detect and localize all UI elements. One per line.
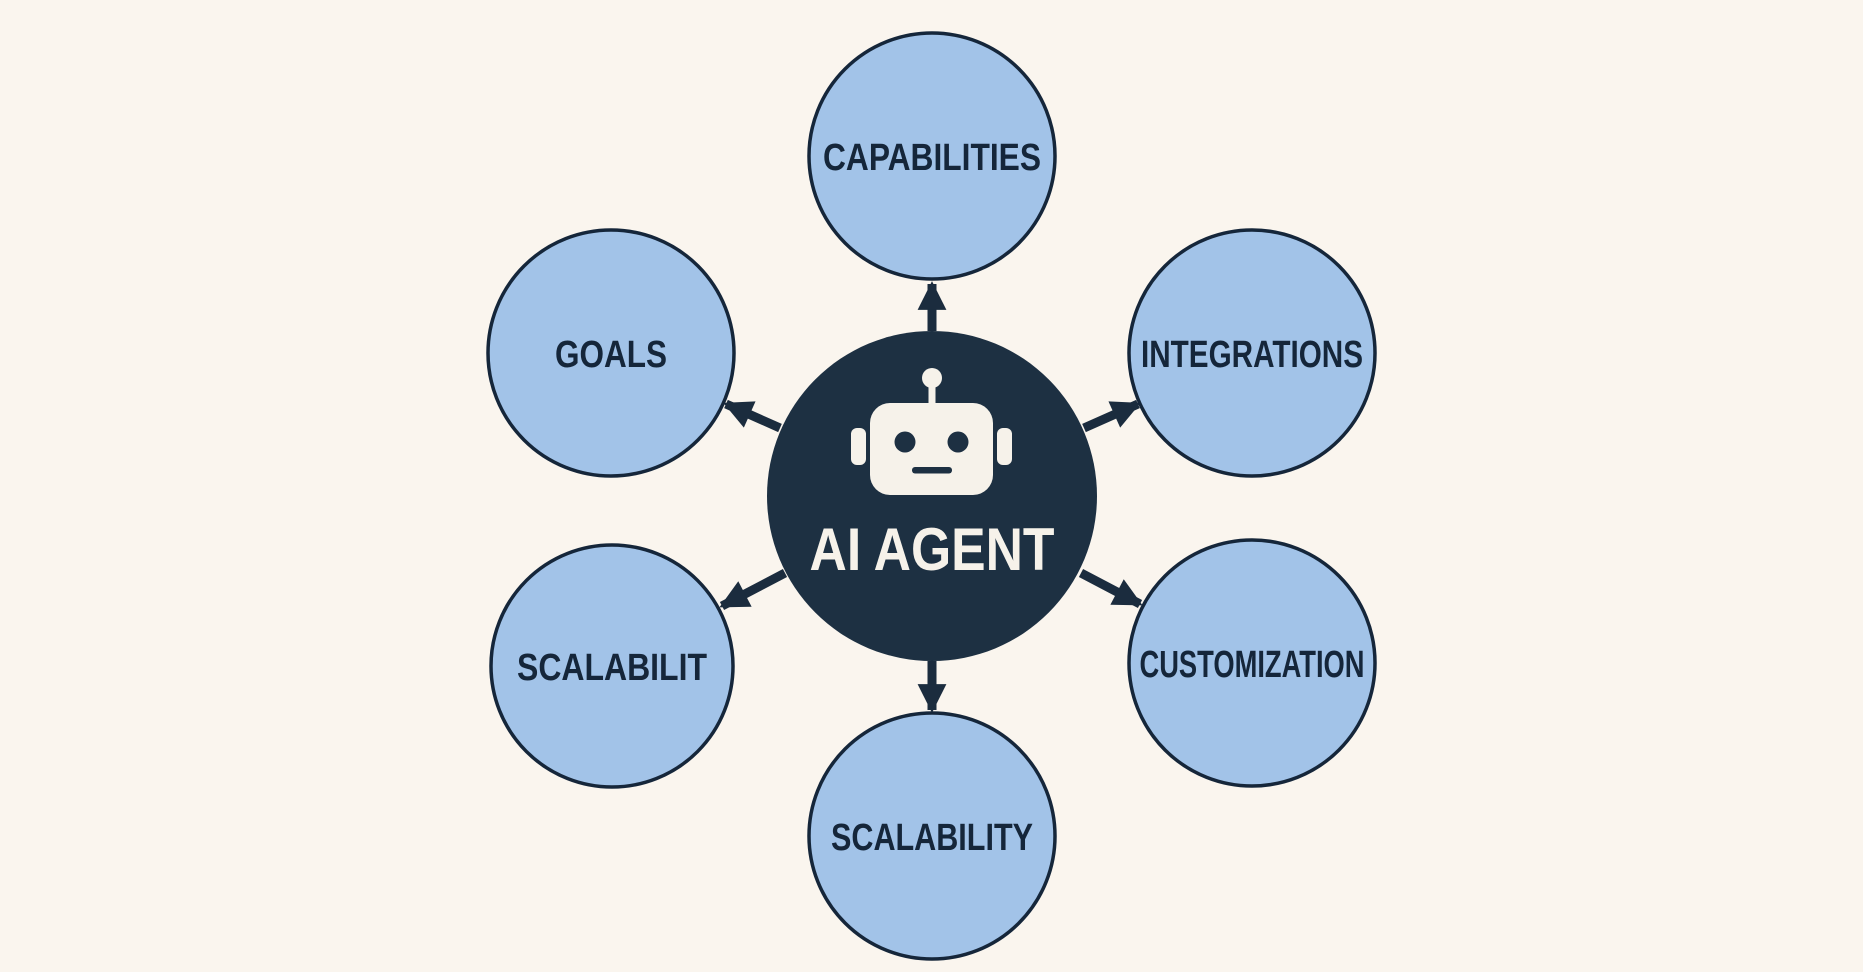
node-customization: CUSTOMIZATION [1127,538,1377,788]
node-circle-capabilities [807,31,1057,281]
node-label-integrations: INTEGRATIONS [1141,334,1363,376]
node-circle-scalability [807,711,1057,961]
node-goals: GOALS [486,228,736,478]
center-node: AI AGENT [767,331,1097,661]
node-circle-customization [1127,538,1377,788]
node-circle-goals [486,228,736,478]
robot-mouth [912,467,952,474]
arrow-center-to-integrations [1082,399,1141,433]
arrow-center-to-scalability-left [719,569,788,610]
robot-icon [851,368,1012,495]
node-scalability-left: SCALABILIT [489,543,735,789]
arrow-center-to-customization [1078,569,1143,608]
node-label-capabilities: CAPABILITIES [823,137,1041,179]
center-circle [767,331,1097,661]
center-label: AI AGENT [810,516,1055,583]
connector-arrows [719,281,1143,713]
node-label-customization: CUSTOMIZATION [1140,644,1365,686]
robot-left-eye [894,431,916,453]
node-label-scalability: SCALABILITY [831,817,1033,859]
node-label-goals: GOALS [555,334,667,376]
robot-left-ear [851,428,866,465]
robot-right-eye [947,431,969,453]
node-scalability: SCALABILITY [807,711,1057,961]
node-circle-scalability-left [489,543,735,789]
node-capabilities: CAPABILITIES [807,31,1057,281]
robot-right-ear [997,428,1012,465]
robot-head [870,403,993,495]
robot-antenna-tip [922,368,942,388]
arrow-center-to-goals [723,399,782,433]
node-label-scalability-left: SCALABILIT [517,647,707,689]
node-circle-integrations [1127,228,1377,478]
node-integrations: INTEGRATIONS [1127,228,1377,478]
